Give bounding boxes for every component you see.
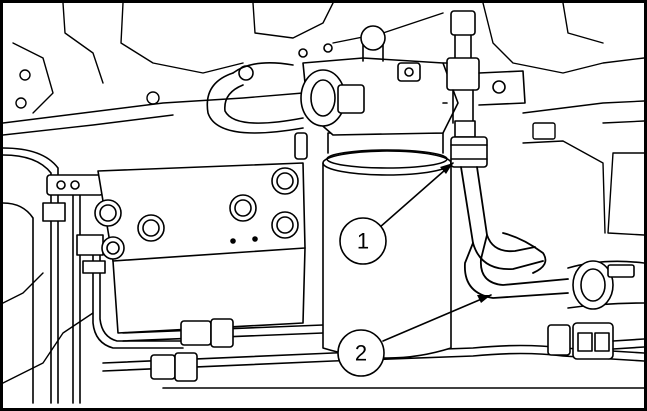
callout-2: 2 (337, 294, 492, 377)
engine-block-background (3, 3, 644, 384)
fuel-line (460, 166, 569, 299)
callout-1-number: 1 (357, 229, 369, 254)
callout-2-number: 2 (355, 341, 367, 366)
callout-2-arrowhead (477, 295, 491, 303)
mounting-bracket (94, 162, 306, 334)
callout-2-circle (337, 329, 385, 377)
fuel-filter-canister (322, 112, 452, 359)
callout-1-arrowhead (440, 163, 453, 174)
left-pipe-bundle (3, 147, 184, 404)
engine-line-drawing: 1 2 (3, 3, 644, 404)
callout-1: 1 (339, 162, 454, 265)
hose-and-clamp (547, 260, 644, 360)
callout-1-circle (339, 217, 387, 265)
fitting-stack (442, 10, 526, 168)
fitting-nut (450, 136, 488, 168)
filter-head-assembly (206, 25, 459, 160)
